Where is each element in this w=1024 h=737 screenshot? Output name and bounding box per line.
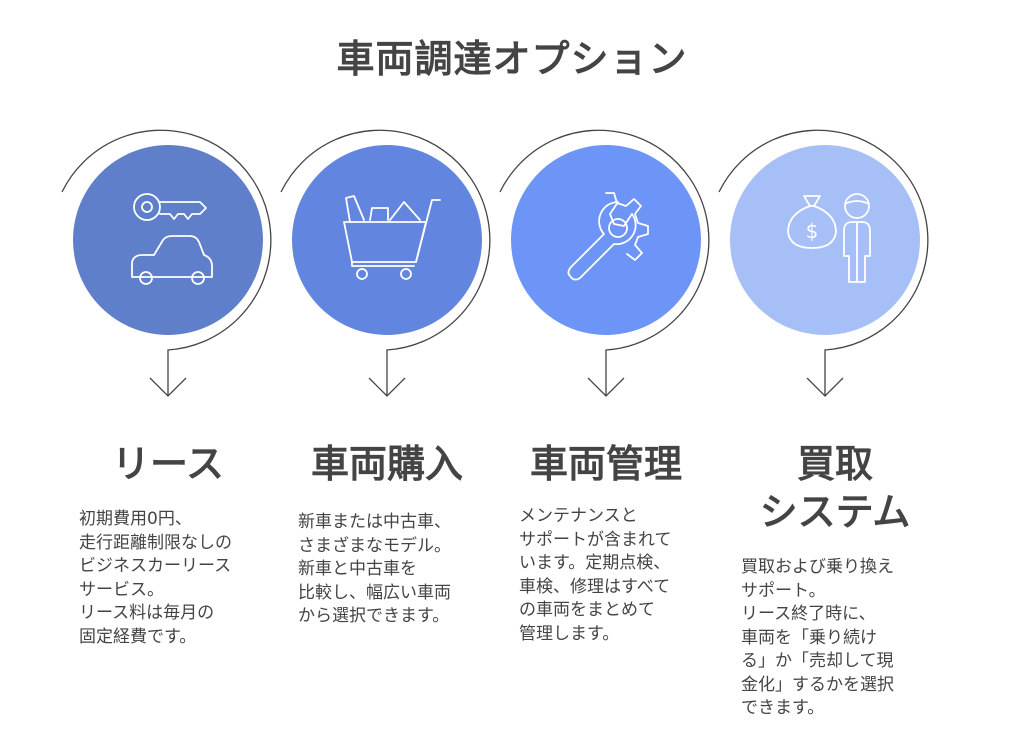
step-3-circle	[511, 145, 701, 335]
shopping-cart-icon	[343, 195, 441, 280]
step-3-connector	[499, 129, 710, 395]
money-bag-person-icon: $	[787, 193, 871, 283]
step-3-node	[499, 129, 710, 397]
step-3-title: 車両管理	[529, 442, 682, 486]
step-1-arrow	[149, 377, 187, 397]
step-4-circle	[730, 145, 920, 335]
step-4-connector	[718, 129, 929, 395]
page-title: 車両調達オプション	[336, 37, 688, 81]
step-2-node	[280, 129, 491, 397]
step-2-circle	[292, 145, 482, 335]
wrench-gear-icon	[567, 192, 649, 281]
step-1-circle	[73, 145, 263, 335]
step-3-arrow	[587, 377, 625, 397]
step-2-arrow	[368, 377, 406, 397]
step-1-description: 初期費用0円、 走行距離制限なしの ビジネスカーリース サービス。 リース料は毎…	[79, 509, 232, 647]
step-1-connector	[61, 129, 272, 395]
step-4-title: 買取 システム	[759, 442, 911, 534]
key-and-car-icon	[131, 193, 213, 285]
step-1-title: リース	[111, 442, 225, 486]
svg-text:$: $	[806, 219, 819, 243]
step-2-connector	[280, 129, 491, 395]
step-4-node: $	[718, 129, 929, 397]
step-2-description: 新車または中古車、 さまざまなモデル。 新車と中古車を 比較し、幅広い車両 から…	[298, 512, 451, 626]
step-4-arrow	[806, 377, 844, 397]
step-1-node	[61, 129, 272, 397]
step-4-description: 買取および乗り換え サポート。 リース終了時に、 車両を「乗り続け る」か「売却…	[741, 557, 894, 718]
step-2-title: 車両購入	[310, 442, 463, 486]
step-3-description: メンテナンスと サポートが含まれて います。定期点検、 車検、修理はすべて の車…	[519, 506, 672, 644]
